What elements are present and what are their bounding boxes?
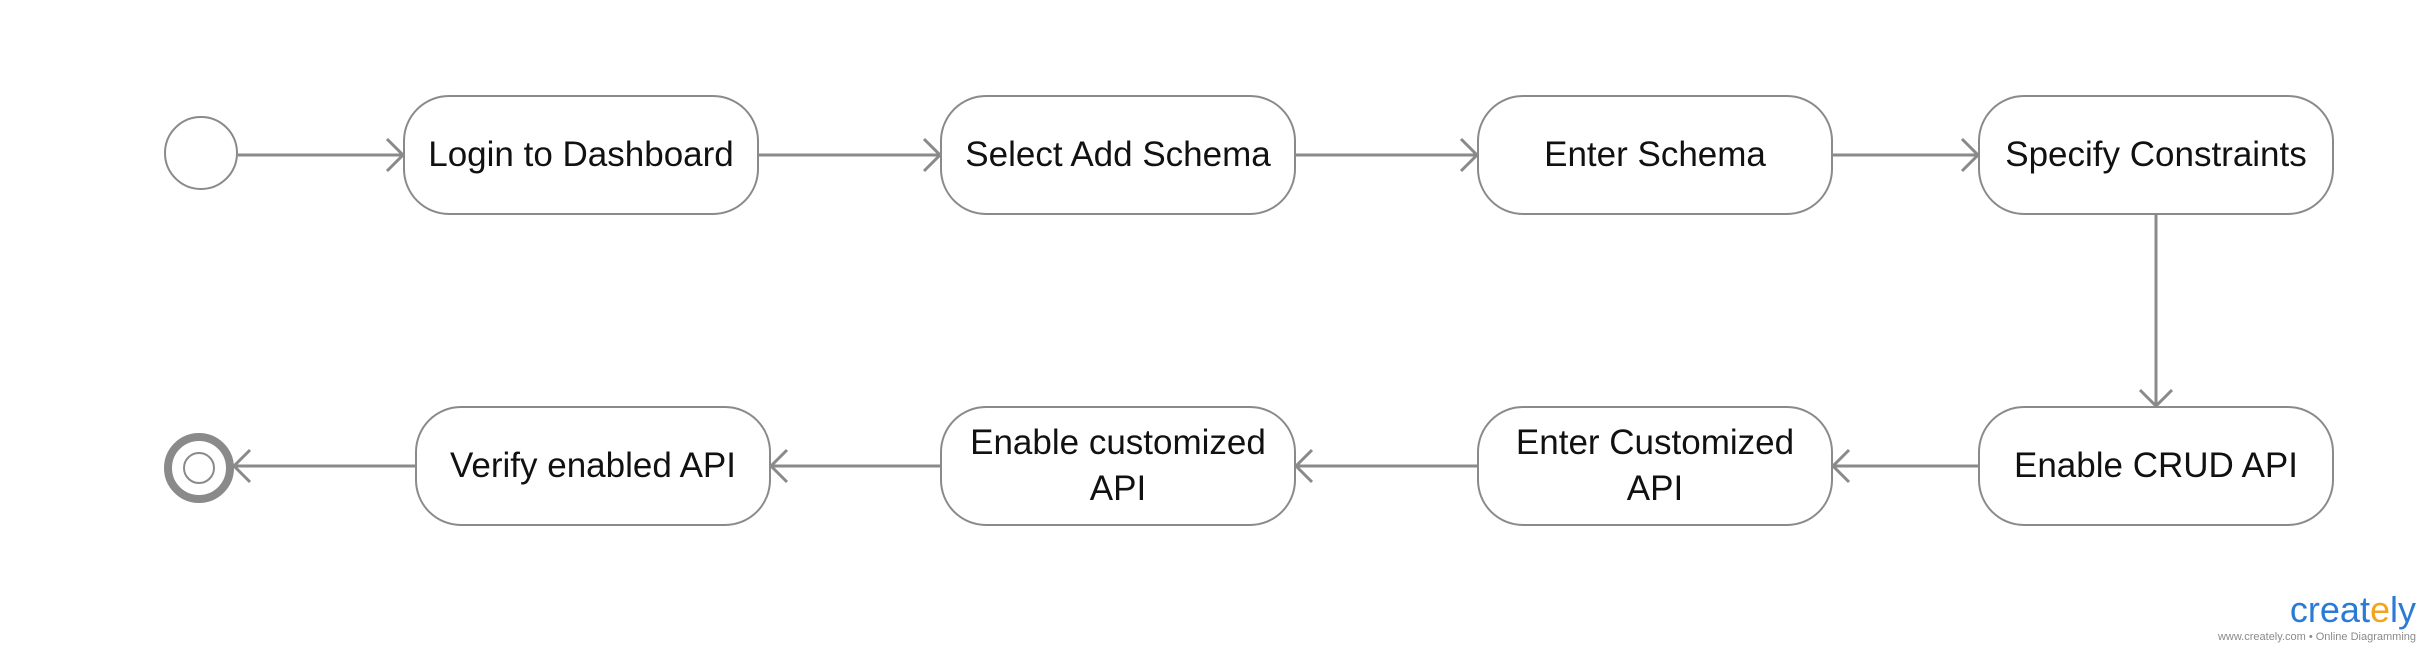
logo-wordmark: creately <box>2218 590 2416 630</box>
node-enter-schema[interactable]: Enter Schema <box>1477 95 1833 215</box>
edge-crud-entercustom-arrowhead <box>1830 448 1851 484</box>
node-specify-constraints[interactable]: Specify Constraints <box>1978 95 2334 215</box>
end-node <box>164 433 234 503</box>
logo-word-pre: creat <box>2289 589 2370 630</box>
node-enter-customized[interactable]: Enter Customized API <box>1477 406 1833 526</box>
node-enter-schema-label: Enter Schema <box>1544 135 1766 174</box>
logo-tagline: www.creately.com • Online Diagramming <box>2217 631 2416 643</box>
logo-word-dot: e <box>2369 589 2390 630</box>
node-enable-crud-label: Enable CRUD API <box>2013 446 2299 485</box>
node-specify-constraints-label: Specify Constraints <box>2005 135 2307 174</box>
node-login[interactable]: Login to Dashboard <box>403 95 759 215</box>
creately-logo: creately www.creately.com • Online Diagr… <box>2218 590 2416 644</box>
end-node-inner <box>183 452 215 484</box>
start-node <box>164 116 238 190</box>
node-enable-customized[interactable]: Enable customized API <box>940 406 1296 526</box>
node-enter-customized-label: Enter Customized API <box>1515 423 1795 508</box>
edge-group <box>231 137 2174 484</box>
node-enable-customized-label: Enable customized API <box>970 423 1266 508</box>
edge-verify-end-arrowhead <box>231 448 252 484</box>
edge-entercustom-enablecustom-arrowhead <box>1293 448 1314 484</box>
node-verify-label: Verify enabled API <box>449 446 737 485</box>
logo-word-post: ly <box>2390 589 2416 630</box>
edge-enablecustom-verify-arrowhead <box>768 448 789 484</box>
node-enable-crud[interactable]: Enable CRUD API <box>1978 406 2334 526</box>
node-login-label: Login to Dashboard <box>428 135 734 174</box>
node-select-schema[interactable]: Select Add Schema <box>940 95 1296 215</box>
node-verify[interactable]: Verify enabled API <box>415 406 771 526</box>
node-select-schema-label: Select Add Schema <box>965 135 1271 174</box>
